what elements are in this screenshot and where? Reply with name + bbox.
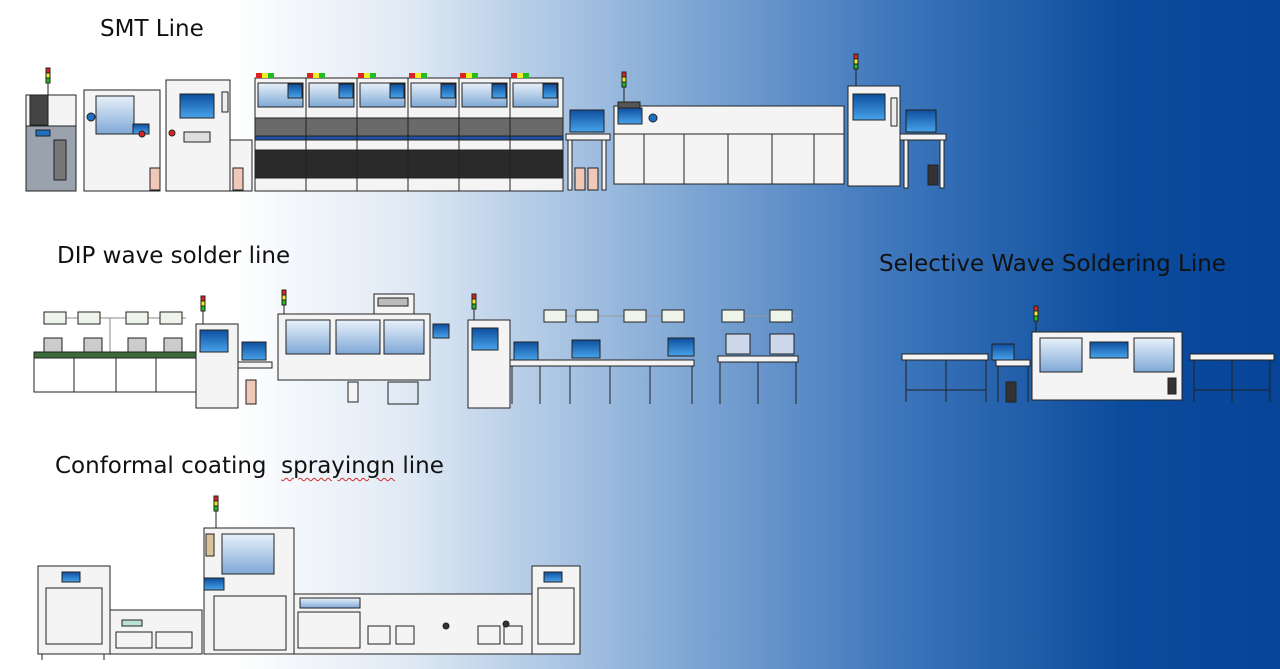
conformal-curing-oven	[293, 593, 533, 655]
dip-wave-solder-line	[33, 289, 799, 409]
smt-unloader	[899, 109, 947, 189]
dip-repair-conveyor	[509, 309, 695, 404]
dip-transfer-unit	[195, 295, 273, 409]
conformal-title-text: Conformal coating	[55, 453, 282, 479]
smt-mounters	[254, 73, 564, 192]
conformal-coating-line	[37, 495, 581, 660]
dip-overhead-lamps	[43, 311, 186, 352]
conformal-line-title: Conformal coating sprayingn line	[55, 453, 444, 479]
selective-wave-soldering-line	[901, 305, 1275, 403]
dip-wave-solder-machine	[277, 289, 450, 405]
selective-line-title: Selective Wave Soldering Line	[879, 251, 1226, 277]
smt-aoi	[847, 53, 901, 187]
dip-fixture-return	[717, 309, 799, 404]
smt-reflow-oven	[613, 71, 845, 185]
dip-line-title: DIP wave solder line	[57, 243, 291, 269]
smt-line	[25, 53, 947, 192]
misspelled-word: sprayingn	[281, 453, 396, 479]
conformal-spray-machine	[203, 495, 295, 655]
smt-printer	[83, 89, 161, 192]
smt-line-title: SMT Line	[100, 16, 204, 42]
conformal-loader	[37, 565, 111, 660]
conformal-title-suffix: line	[395, 453, 444, 479]
conformal-unloader	[531, 565, 581, 655]
smt-conveyor	[565, 109, 611, 191]
selective-out-conveyor	[1189, 353, 1275, 402]
selective-solder-machine	[1031, 305, 1183, 401]
selective-in-conveyor	[901, 353, 989, 402]
smt-loader	[25, 67, 77, 192]
conformal-buffer	[109, 609, 203, 655]
dip-insertion-conveyor	[33, 337, 197, 393]
smt-spi	[165, 79, 253, 192]
dip-inspection-unit	[467, 293, 511, 409]
selective-loader	[991, 343, 1031, 403]
